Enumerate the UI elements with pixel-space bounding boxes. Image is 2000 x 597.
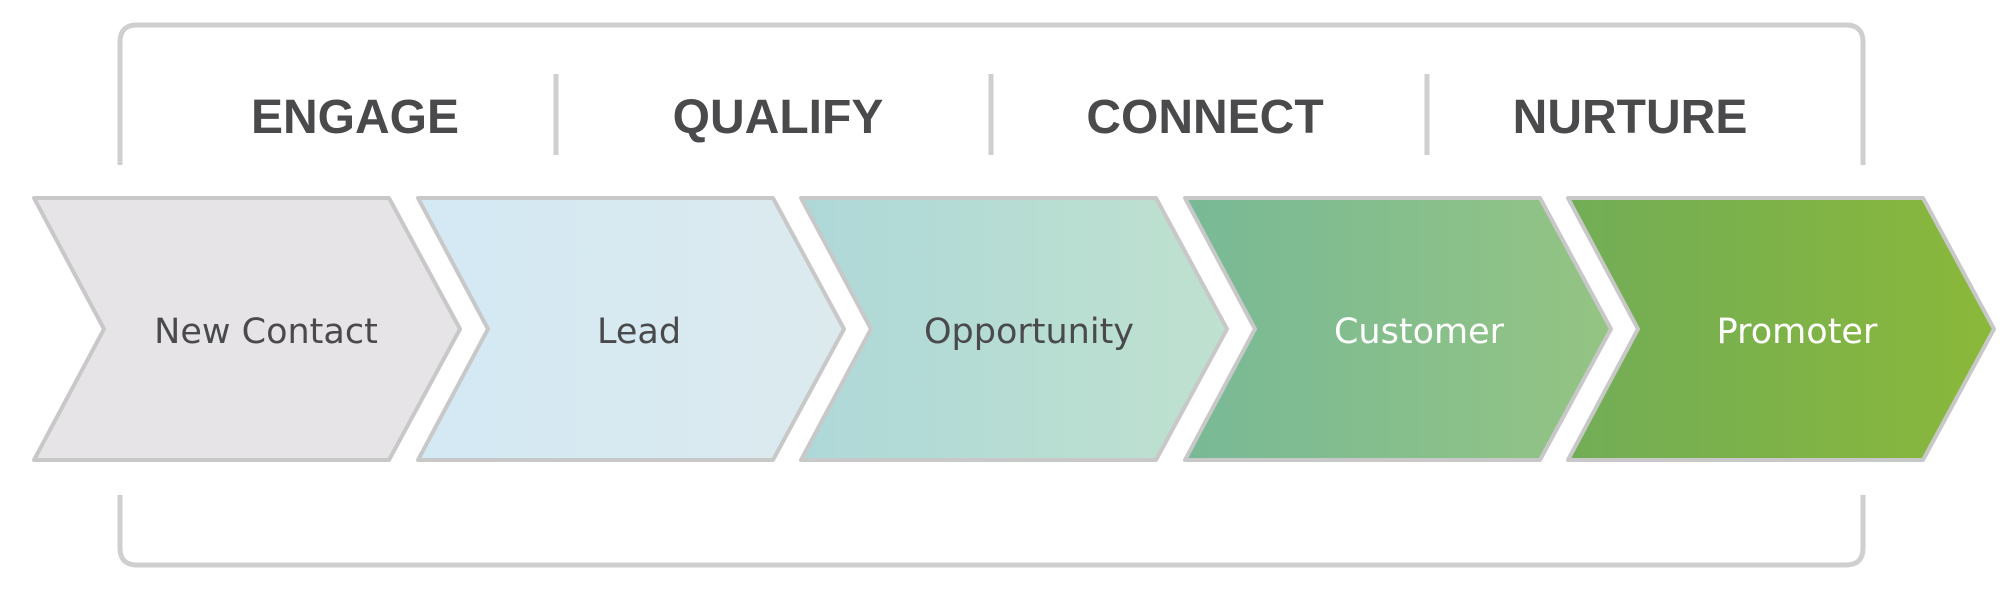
step-new-contact: New Contact	[32, 196, 462, 462]
step-promoter: Promoter	[1566, 196, 1996, 462]
step-lead: Lead	[416, 196, 846, 462]
stage-label-engage: ENGAGE	[251, 91, 459, 144]
stage-label-nurture: NURTURE	[1513, 91, 1748, 144]
chevron-shape	[416, 196, 846, 462]
step-label-lead: Lead	[597, 312, 681, 352]
frame-top	[117, 22, 1866, 165]
chevron-shape	[1566, 196, 1996, 462]
step-label-opportunity: Opportunity	[924, 312, 1134, 352]
chevron-shape	[799, 196, 1229, 462]
step-label-customer: Customer	[1334, 312, 1505, 352]
step-customer: Customer	[1183, 196, 1613, 462]
step-label-promoter: Promoter	[1717, 312, 1878, 352]
stage-label-qualify: QUALIFY	[673, 91, 884, 144]
frame-bottom	[117, 495, 1866, 568]
step-label-new-contact: New Contact	[154, 312, 378, 352]
chevron-shape	[1183, 196, 1613, 462]
step-opportunity: Opportunity	[799, 196, 1229, 462]
chevron-shape	[32, 196, 462, 462]
stage-label-connect: CONNECT	[1086, 91, 1323, 144]
